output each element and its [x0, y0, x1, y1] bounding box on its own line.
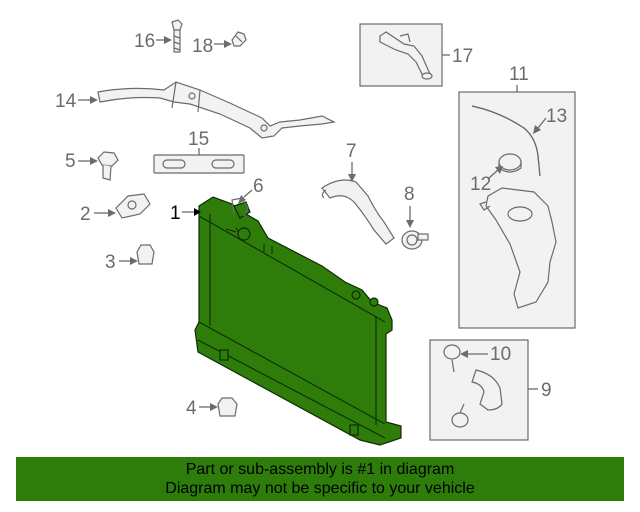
svg-text:7: 7 — [346, 141, 357, 162]
callout-15[interactable]: 15 — [188, 129, 209, 155]
svg-text:6: 6 — [253, 176, 264, 197]
callout-11[interactable]: 11 — [509, 64, 529, 92]
callout-18[interactable]: 18 — [192, 36, 232, 57]
svg-text:14: 14 — [55, 91, 77, 112]
svg-text:8: 8 — [404, 184, 415, 205]
svg-text:18: 18 — [192, 36, 213, 57]
svg-text:3: 3 — [105, 252, 116, 273]
callout-2[interactable]: 2 — [80, 204, 116, 225]
svg-text:12: 12 — [470, 174, 491, 195]
callout-5[interactable]: 5 — [65, 151, 98, 172]
gasket-part-15[interactable] — [153, 154, 245, 174]
overflow-hose-part-13[interactable] — [471, 105, 541, 177]
callout-12[interactable]: 12 — [470, 166, 503, 195]
banner-part-note: Part or sub-assembly is #1 in diagram — [185, 461, 455, 478]
part-info-banner: Part or sub-assembly is #1 in diagram Di… — [16, 457, 624, 501]
callout-3[interactable]: 3 — [105, 252, 138, 273]
water-pipe-part-14[interactable] — [97, 81, 336, 139]
svg-text:5: 5 — [65, 151, 76, 172]
callout-14[interactable]: 14 — [55, 91, 98, 112]
callout-13[interactable]: 13 — [533, 106, 567, 134]
upper-hose-part-7[interactable] — [321, 179, 395, 245]
callout-9[interactable]: 9 — [528, 380, 552, 401]
callout-17[interactable]: 17 — [442, 46, 473, 67]
callout-16[interactable]: 16 — [134, 31, 172, 52]
bracket-part-2[interactable] — [115, 193, 151, 219]
banner-disclaimer: Diagram may not be specific to your vehi… — [165, 480, 475, 497]
callout-4[interactable]: 4 — [186, 398, 218, 419]
svg-text:9: 9 — [541, 380, 552, 401]
callout-10[interactable]: 10 — [460, 344, 511, 365]
callout-1[interactable]: 1 — [170, 203, 201, 224]
callout-7[interactable]: 7 — [346, 141, 357, 182]
svg-text:2: 2 — [80, 204, 91, 225]
sensor-part-18[interactable] — [231, 31, 247, 47]
reservoir-tank[interactable] — [479, 187, 557, 309]
stud-part-16[interactable] — [171, 19, 183, 53]
svg-text:17: 17 — [452, 46, 473, 67]
bolt-part-5[interactable] — [97, 151, 119, 181]
svg-text:13: 13 — [546, 106, 567, 127]
clamp-part-8[interactable] — [401, 230, 429, 250]
parts-diagram: 1 2 3 4 5 6 — [55, 19, 576, 446]
bypass-hose-part-17[interactable] — [379, 31, 433, 80]
cushion-part-3[interactable] — [136, 244, 155, 265]
svg-text:10: 10 — [490, 344, 511, 365]
svg-text:1: 1 — [170, 203, 181, 224]
cushion-part-4[interactable] — [217, 397, 238, 417]
svg-text:16: 16 — [134, 31, 155, 52]
callout-6[interactable]: 6 — [238, 176, 264, 204]
svg-text:11: 11 — [509, 64, 529, 85]
callout-8[interactable]: 8 — [404, 184, 415, 228]
svg-text:4: 4 — [186, 398, 197, 419]
svg-text:15: 15 — [188, 129, 209, 150]
radiator-part-1[interactable] — [194, 196, 402, 446]
lower-hose-part-10[interactable] — [443, 344, 503, 428]
